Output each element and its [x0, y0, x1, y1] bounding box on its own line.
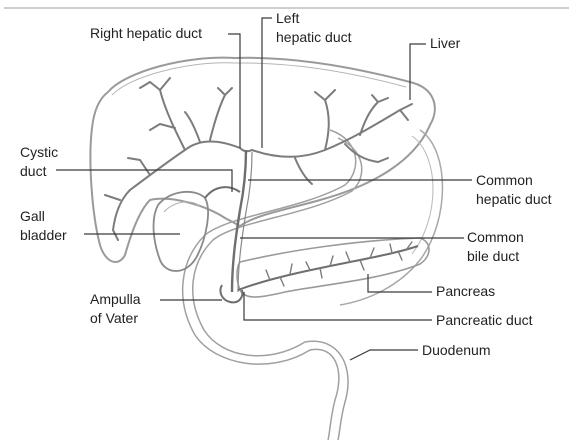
label-left-hepatic-duct: Left hepatic duct	[276, 9, 352, 47]
leader-cystic-duct	[56, 170, 232, 192]
label-common-hepatic-duct: Common hepatic duct	[476, 171, 552, 209]
label-common-bile-duct: Common bile duct	[467, 228, 524, 266]
leader-liver	[410, 44, 426, 100]
leader-duodenum	[350, 350, 418, 360]
common-hepatic-duct	[240, 150, 246, 210]
label-gall-bladder: Gall bladder	[20, 207, 67, 245]
label-right-hepatic-duct: Right hepatic duct	[90, 24, 202, 43]
label-duodenum: Duodenum	[422, 341, 491, 360]
pancreas-outline	[237, 238, 429, 297]
label-ampulla-of-vater: Ampulla of Vater	[90, 290, 141, 328]
cystic-duct	[205, 187, 240, 198]
label-cystic-duct: Cystic duct	[20, 143, 58, 181]
label-liver: Liver	[430, 34, 460, 53]
stomach-inner	[412, 136, 433, 254]
label-pancreas: Pancreas	[436, 282, 495, 301]
left-hepatic-duct-tree	[252, 90, 412, 184]
label-pancreatic-duct: Pancreatic duct	[436, 311, 533, 330]
leader-pancreatic-duct	[244, 292, 432, 320]
pancreatic-duct	[238, 246, 418, 290]
leader-left-hepatic-duct	[262, 18, 272, 148]
gallbladder-inner	[164, 202, 200, 212]
